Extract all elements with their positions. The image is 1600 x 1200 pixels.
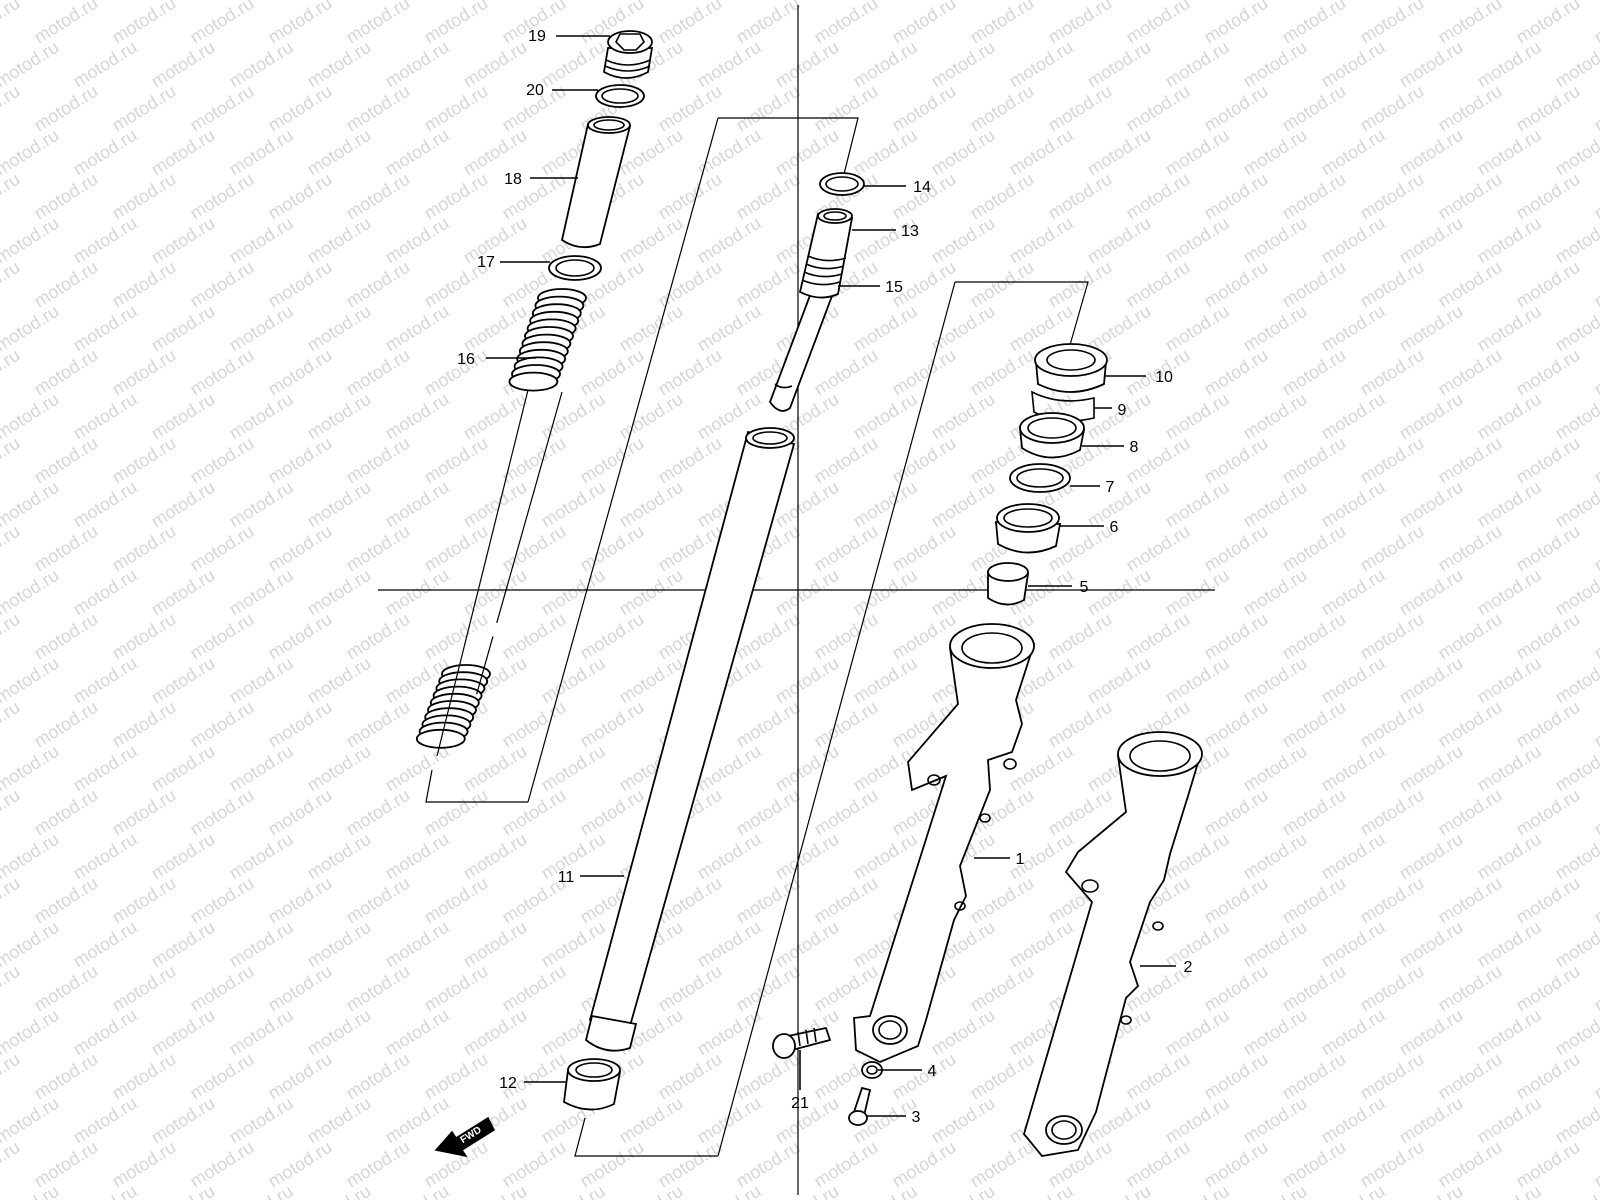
callout-17: 17 [477, 254, 495, 271]
callout-21: 21 [791, 1095, 809, 1112]
callout-7: 7 [1106, 479, 1115, 496]
callout-3: 3 [912, 1109, 921, 1126]
callout-6: 6 [1110, 519, 1119, 536]
callout-4: 4 [928, 1063, 937, 1080]
part-17-washer [548, 255, 602, 281]
part-21-bolt [772, 1026, 832, 1059]
part-2-outer-tube [1023, 731, 1203, 1157]
callout-13: 13 [901, 223, 919, 240]
part-13-15-damper-rod [768, 208, 854, 412]
center-crosshair [378, 5, 1215, 1195]
callout-16: 16 [457, 351, 475, 368]
spring-coil [508, 371, 559, 392]
part-3-drain-bolt [848, 1086, 872, 1126]
part-6-guide-bush [995, 503, 1062, 554]
part-8-oil-seal [1019, 412, 1086, 459]
callout-11: 11 [558, 869, 575, 886]
part-1-outer-tube [853, 623, 1036, 1063]
callout-8: 8 [1130, 439, 1139, 456]
fwd-direction-badge: FWD [434, 1116, 495, 1158]
part-12-slide-bush [563, 1058, 622, 1111]
part-19-cap-bolt [603, 30, 654, 79]
callout-12: 12 [499, 1075, 517, 1092]
callout-20: 20 [526, 82, 544, 99]
callout-9: 9 [1118, 402, 1127, 419]
callout-18: 18 [504, 171, 522, 188]
part-11-inner-tube [584, 427, 796, 1052]
callout-2: 2 [1184, 959, 1193, 976]
part-7-oil-seal-retainer [1009, 463, 1071, 493]
callout-labels: 19 20 18 17 16 14 13 15 10 9 8 7 6 5 1 2… [457, 28, 1192, 1126]
part-18-spacer [560, 116, 632, 249]
group-outline-left [425, 117, 859, 803]
callout-14: 14 [913, 179, 931, 196]
part-10-dust-seal [1034, 343, 1108, 393]
part-14-ring [819, 172, 865, 196]
group-outline-right [574, 281, 1089, 1157]
callout-10: 10 [1155, 369, 1173, 386]
callout-1: 1 [1016, 851, 1025, 868]
callout-5: 5 [1080, 579, 1089, 596]
part-5-oil-lock-piece [987, 562, 1030, 606]
callout-leaders [486, 35, 1176, 1117]
part-20-o-ring [595, 84, 645, 108]
callout-19: 19 [528, 28, 546, 45]
callout-15: 15 [885, 279, 903, 296]
part-16-fork-spring [415, 288, 587, 757]
